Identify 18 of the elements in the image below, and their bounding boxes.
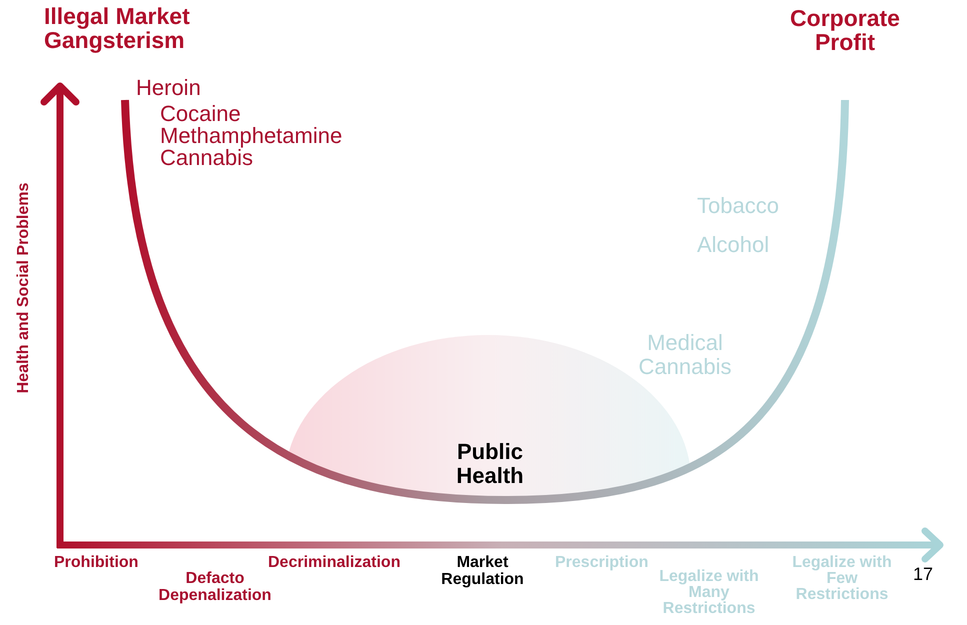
axis-title: Corporate Profit [789, 6, 901, 54]
node-label: Public Health [455, 440, 525, 488]
policy-label: Legalize with Few Restrictions [791, 555, 893, 603]
substance-label: Methamphetamine [160, 124, 342, 148]
axis-title: Illegal Market Gangsterism [44, 4, 191, 52]
policy-label: Prohibition [54, 554, 138, 572]
substance-label: Cocaine [160, 102, 241, 126]
policy-label: Defacto Depenalization [158, 570, 272, 604]
policy-label: Prescription [555, 554, 648, 572]
substance-label: Medical Cannabis [638, 331, 732, 379]
axis-label: Health and Social Problems [14, 182, 33, 396]
page-number: 17 [913, 564, 934, 584]
policy-label: Market Regulation [440, 554, 525, 588]
substance-label: Heroin [136, 76, 201, 100]
policy-label: Legalize with Many Restrictions [658, 569, 760, 617]
policy-label: Decriminalization [268, 554, 400, 572]
substance-label: Alcohol [697, 233, 770, 257]
substance-label: Tobacco [697, 194, 779, 218]
